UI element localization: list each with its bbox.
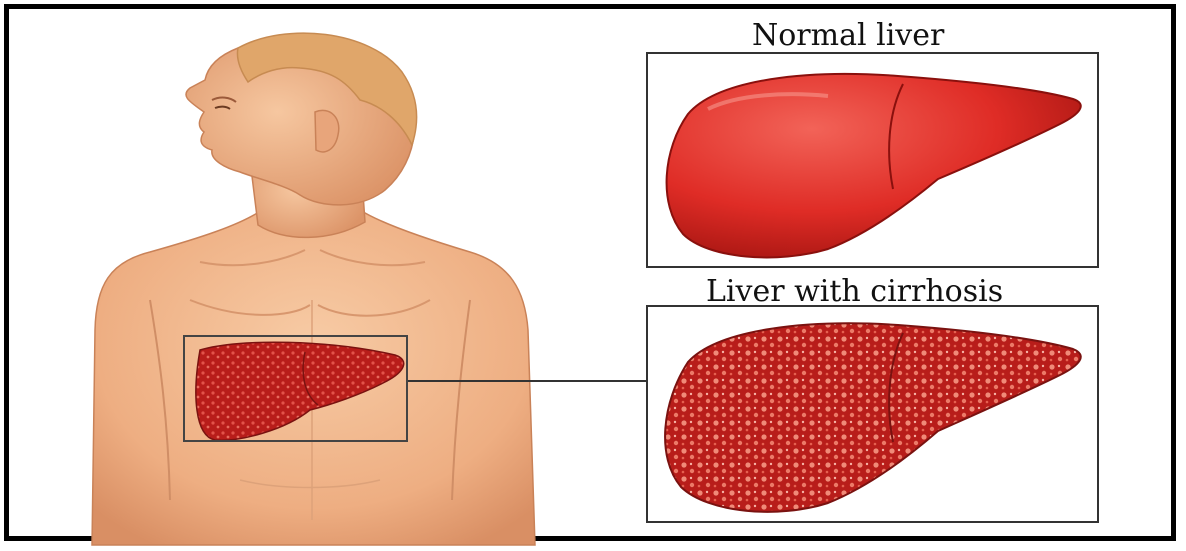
normal-liver-image [648,54,1097,266]
cirrhosis-liver-image [648,307,1097,521]
normal-liver-panel [646,52,1099,268]
cirrhosis-liver-panel [646,305,1099,523]
normal-liver-title: Normal liver [752,18,944,53]
cirrhosis-liver-title: Liver with cirrhosis [706,274,1003,309]
